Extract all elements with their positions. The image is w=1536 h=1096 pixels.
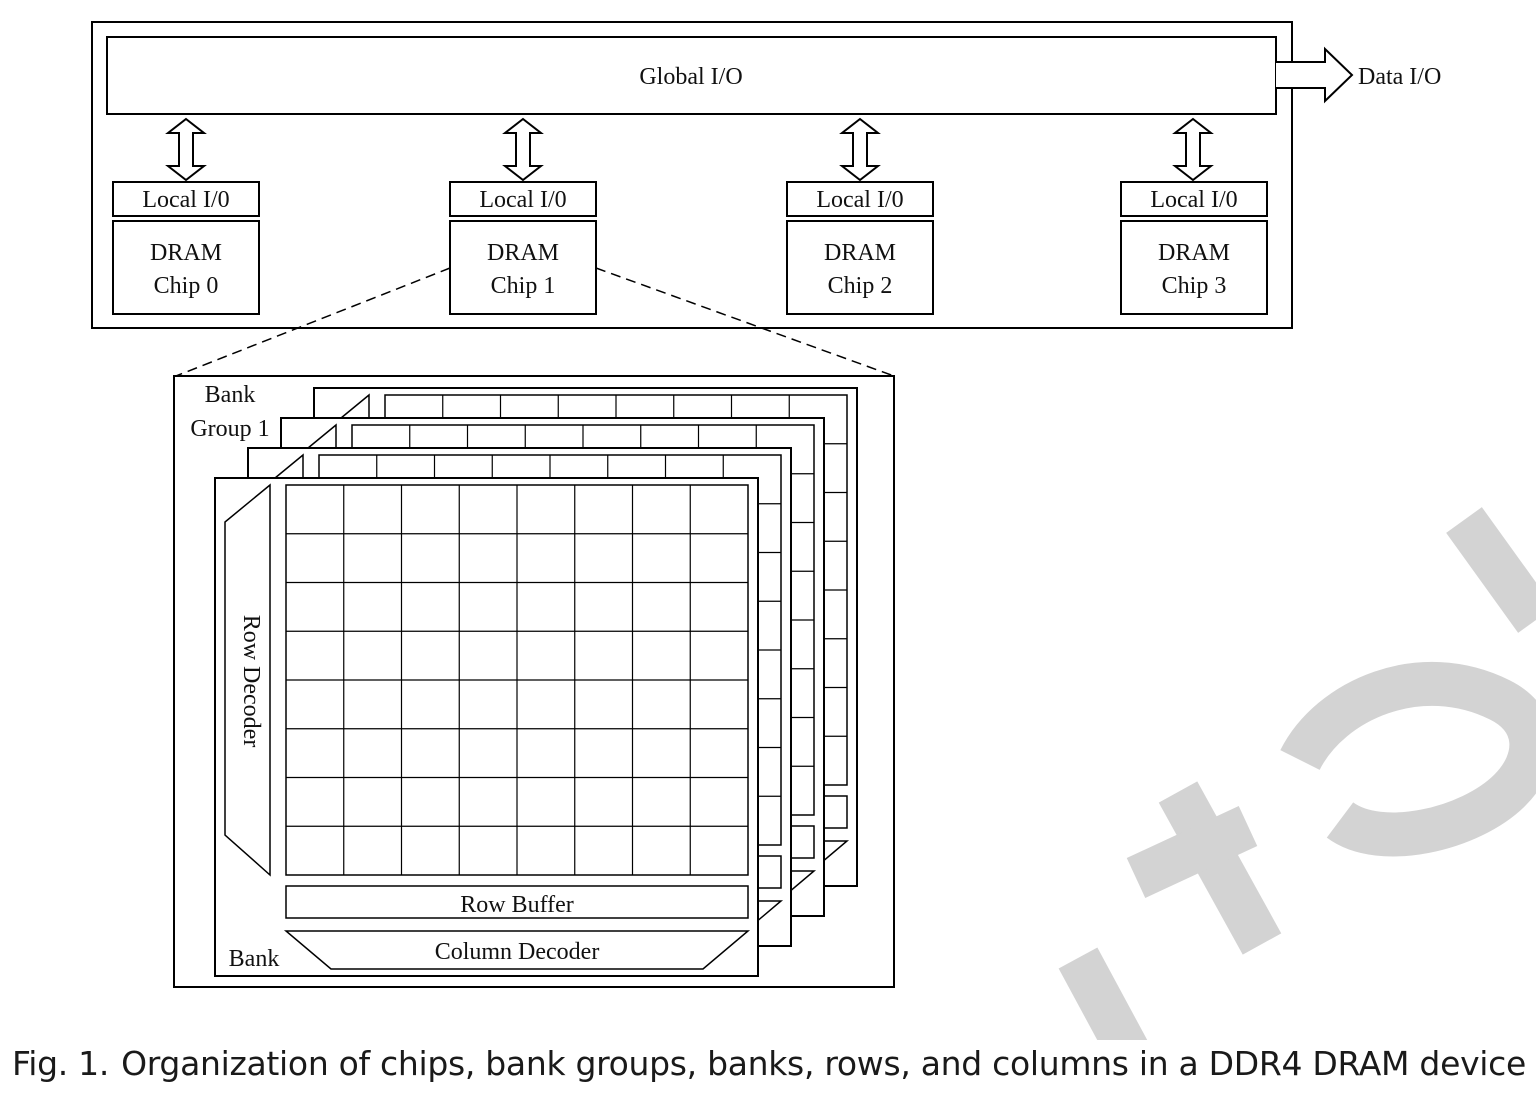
local-io-box: [449, 181, 597, 217]
row-decoder-shape: [224, 483, 271, 877]
local-io-label: Local I/0: [1150, 187, 1237, 213]
local-io-box: [112, 181, 260, 217]
dram-chip-line1: DRAM: [1158, 240, 1230, 266]
watermark-letter-p: [1058, 947, 1178, 1096]
caption-label: Fig. 1.: [12, 1044, 110, 1083]
dram-chip-box: [786, 220, 934, 315]
dram-chip-box: [1120, 220, 1268, 315]
dram-organization-diagram: Global I/O Data I/O Local I/0 DRAM Chip …: [91, 21, 1536, 1096]
chip-1: Local I/0 DRAM Chip 1: [449, 181, 597, 315]
dram-chip-line2: Chip 0: [154, 273, 219, 299]
chip-0: Local I/0 DRAM Chip 0: [112, 181, 260, 315]
bank-group-label-line2: Group 1: [190, 416, 269, 442]
dram-chip-line1: DRAM: [487, 240, 559, 266]
bidirectional-arrow: [839, 117, 881, 182]
zoom-line-left: [175, 267, 451, 377]
column-decoder-label: Column Decoder: [435, 939, 600, 965]
caption-text: Organization of chips, bank groups, bank…: [121, 1044, 1527, 1083]
dram-chip-line2: Chip 3: [1162, 273, 1227, 299]
bidirectional-arrow: [165, 117, 207, 182]
dram-chip-line2: Chip 2: [828, 273, 893, 299]
dram-chip-box: [112, 220, 260, 315]
chip-2: Local I/0 DRAM Chip 2: [786, 181, 934, 315]
local-io-label: Local I/0: [816, 187, 903, 213]
row-decoder-label: Row Decoder: [238, 615, 264, 748]
bidirectional-arrows: [165, 117, 1214, 182]
data-io-label: Data I/O: [1358, 64, 1441, 90]
column-decoder-shape: [283, 930, 751, 970]
dram-chip-box: [449, 220, 597, 315]
data-io-arrow: [1276, 46, 1354, 104]
dram-chip-line2: Chip 1: [491, 273, 556, 299]
watermark-letter-t-stem: [1158, 781, 1282, 955]
global-io-label: Global I/O: [639, 64, 742, 90]
chip-3: Local I/0 DRAM Chip 3: [1120, 181, 1268, 315]
local-io-box: [786, 181, 934, 217]
dram-chip-line1: DRAM: [150, 240, 222, 266]
bidirectional-arrow: [1172, 117, 1214, 182]
bidirectional-arrow: [502, 117, 544, 182]
bank-stack: [214, 387, 858, 977]
local-io-box: [1120, 181, 1268, 217]
zoom-line-right: [595, 267, 895, 377]
watermark-letter-t-bar: [1126, 806, 1258, 898]
bank-group-label-line1: Bank: [205, 382, 256, 408]
watermark-letter-d-stem: [1446, 507, 1536, 633]
row-buffer-box: [285, 885, 749, 919]
local-io-label: Local I/0: [142, 187, 229, 213]
row-buffer-label: Row Buffer: [460, 892, 574, 918]
local-io-label: Local I/0: [479, 187, 566, 213]
global-io-box: [106, 36, 1277, 115]
watermark: [1058, 507, 1536, 1096]
bank-label: Bank: [229, 946, 280, 972]
figure-caption: Fig. 1. Organization of chips, bank group…: [12, 1044, 1532, 1083]
system-box: [91, 21, 1293, 329]
dram-chip-line1: DRAM: [824, 240, 896, 266]
watermark-letter-e-bowl: [1280, 662, 1536, 857]
